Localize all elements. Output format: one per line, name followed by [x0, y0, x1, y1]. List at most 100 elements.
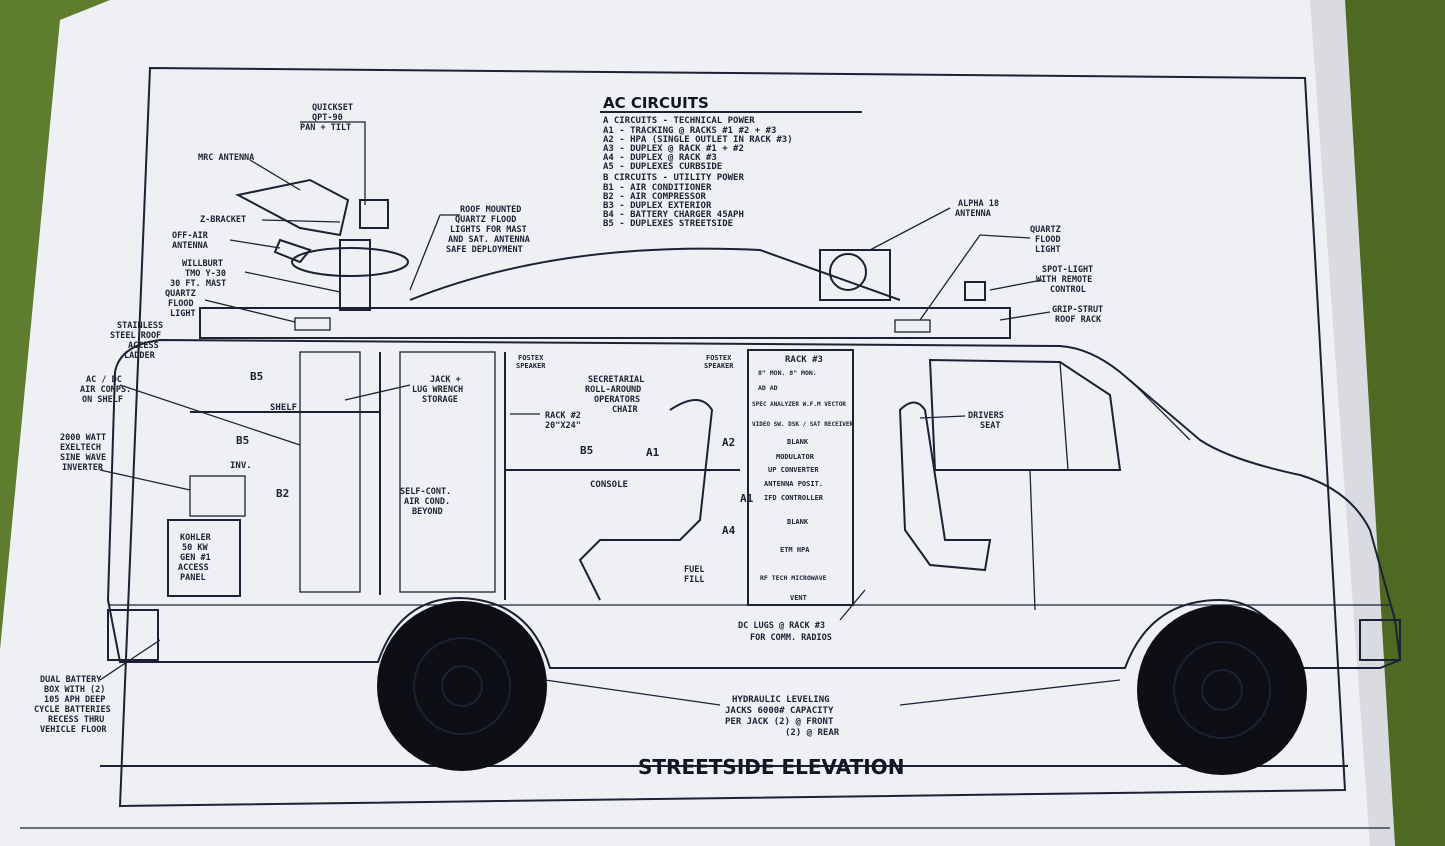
- battery-line-5: RECESS THRU: [48, 715, 104, 725]
- roof-rack: [199, 247, 1011, 339]
- legend-b4: B4 - BATTERY CHARGER 45APH: [603, 210, 744, 220]
- leader-hydraulic-front: [899, 679, 1121, 706]
- spotlight-line-2: WITH REMOTE: [1036, 275, 1092, 285]
- fuel-line-1: FUEL: [684, 565, 704, 575]
- battery-line-4: CYCLE BATTERIES: [34, 705, 111, 715]
- rack3-row-7: UP CONVERTER: [768, 466, 819, 474]
- acdc-line-2: AIR COMPS.: [80, 385, 131, 395]
- binder-edge: [1330, 0, 1445, 846]
- roof-rack-body: [199, 307, 1011, 339]
- label-b5-mid: B5: [236, 434, 249, 447]
- grip-line-1: GRIP-STRUT: [1052, 305, 1103, 315]
- rear-hub: [441, 665, 483, 707]
- leader-roof-flood: [409, 214, 460, 291]
- mast-assembly: [235, 178, 409, 311]
- battery-line-6: VEHICLE FLOOR: [40, 725, 107, 735]
- hydraulic-line-2: JACKS 6000# CAPACITY: [725, 706, 834, 716]
- leader-acdc: [119, 384, 301, 446]
- leader-hydraulic-rear: [544, 679, 721, 706]
- fostek2-line-1: FOSTEX: [706, 354, 732, 362]
- secretarial-line-4: CHAIR: [612, 405, 638, 415]
- rear-rim: [413, 637, 511, 735]
- driver-window: [928, 358, 1122, 471]
- rack3-row-5: BLANK: [787, 438, 809, 446]
- secretarial-line-3: OPERATORS: [594, 395, 640, 405]
- mast-collar: [291, 247, 409, 277]
- window-pillar: [1059, 361, 1069, 471]
- right-flood-light: [894, 319, 931, 333]
- leader-jack: [344, 384, 411, 401]
- inverter-line-3: SINE WAVE: [60, 453, 106, 463]
- rack3-row-8: ANTENNA POSIT.: [764, 480, 823, 488]
- kohler-panel: [167, 519, 241, 597]
- ladder-line-3: ACCESS: [128, 341, 159, 351]
- rack2-line-2: 20"X24": [545, 421, 581, 431]
- quartz-left-line-3: LIGHT: [170, 309, 196, 319]
- front-hub: [1201, 669, 1243, 711]
- callout-shelf: SHELF: [270, 403, 297, 413]
- rack3-row-4: VIDEO SW. DSK / SAT RECEIVER: [752, 421, 854, 428]
- legend-a3: A3 - DUPLEX @ RACK #1 + #2: [603, 144, 744, 154]
- grip-line-2: ROOF RACK: [1055, 315, 1102, 325]
- dc-lugs-line-2: FOR COMM. RADIOS: [750, 633, 832, 643]
- jack-line-1: JACK +: [430, 375, 461, 385]
- leader-alpha: [869, 207, 951, 251]
- drivers-line-2: SEAT: [980, 421, 1000, 431]
- quickset-line-3: PAN + TILT: [300, 123, 351, 133]
- roof-flood-line-3: LIGHTS FOR MAST: [450, 225, 527, 235]
- leader-grip: [999, 311, 1051, 321]
- quartz-right-line-3: LIGHT: [1035, 245, 1061, 255]
- hydraulic-line-3: PER JACK (2) @ FRONT: [725, 717, 834, 727]
- legend-b2: B2 - AIR COMPRESSOR: [603, 192, 707, 202]
- drivers-seat: [898, 401, 992, 572]
- ladder-line-4: LADDER: [124, 351, 156, 361]
- secretarial-line-2: ROLL-AROUND: [585, 385, 641, 395]
- leader-zbracket: [261, 219, 341, 223]
- drawing-border: [118, 66, 1347, 808]
- battery-line-2: BOX WITH (2): [44, 685, 105, 695]
- fuel-line-2: FILL: [684, 575, 704, 585]
- rack3-row-12: RF TECH MICROWAVE: [760, 574, 827, 582]
- quartz-left-line-1: QUARTZ: [165, 289, 196, 299]
- callout-self-cont: SELF-CONT.AIR COND.BEYOND: [400, 487, 451, 517]
- label-b2: B2: [276, 487, 289, 500]
- acdc-line-1: AC / DC: [86, 375, 122, 385]
- mrc-antenna-dish: [235, 178, 350, 237]
- callout-inv: INV.: [230, 461, 252, 471]
- jack-line-3: STORAGE: [422, 395, 458, 405]
- leader-spotlight: [989, 279, 1043, 291]
- quartz-right-line-2: FLOOD: [1035, 235, 1061, 245]
- kohler-line-5: PANEL: [180, 573, 206, 583]
- callout-console: CONSOLE: [590, 480, 628, 490]
- alpha-antenna-unit: [819, 249, 891, 301]
- jack-line-2: LUG WRENCH: [412, 385, 463, 395]
- legend-b5: B5 - DUPLEXES STREETSIDE: [603, 219, 733, 229]
- label-b5-console: B5: [580, 444, 593, 457]
- quickset-line-1: QUICKSET: [312, 103, 353, 113]
- legend-a4: A4 - DUPLEX @ RACK #3: [603, 153, 717, 163]
- label-a4: A4: [722, 524, 736, 537]
- leader-mrc: [249, 159, 301, 191]
- callout-mrc: MRC ANTENNA: [198, 153, 254, 163]
- door-seam: [1029, 469, 1036, 611]
- legend-b1: B1 - AIR CONDITIONER: [603, 183, 712, 193]
- offair-line-2: ANTENNA: [172, 241, 208, 251]
- front-tire: [1137, 605, 1307, 775]
- leader-battery: [99, 639, 161, 681]
- secretarial-line-1: SECRETARIAL: [588, 375, 644, 385]
- callout-zbracket: Z-BRACKET: [200, 215, 246, 225]
- rear-bumper: [107, 609, 159, 661]
